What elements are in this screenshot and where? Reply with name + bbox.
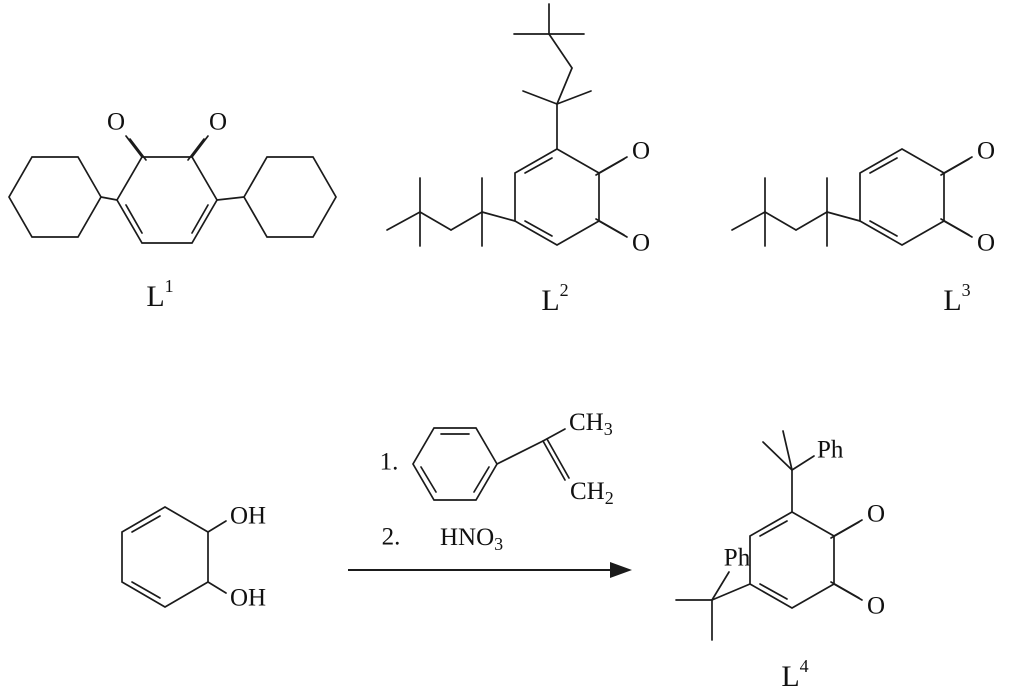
condition-step2: 2. HNO3 [382, 524, 504, 555]
oxygen-label: O [867, 501, 885, 528]
structure-label-L1: L1 [146, 276, 173, 313]
structure-diol: OH OH [121, 503, 266, 612]
hydroxyl-label: OH [230, 585, 266, 612]
oxygen-label: O [107, 109, 125, 136]
quinone-ring [116, 156, 218, 244]
reaction-arrow [348, 562, 632, 578]
diene-ring [121, 506, 209, 608]
structure-L2: O O L2 [386, 3, 650, 317]
structure-label-L4: L4 [781, 656, 808, 693]
oxygen-label: O [632, 230, 650, 257]
phenyl-label: Ph [817, 437, 844, 464]
structure-L4: Ph Ph O O L4 [675, 430, 885, 693]
oxygen-label: O [867, 593, 885, 620]
step2-number: 2. [382, 524, 401, 551]
cumyl-group-top: Ph [762, 430, 844, 513]
quinone-ring [859, 148, 945, 246]
cyclohexyl-ring-right [243, 156, 337, 238]
step1-number: 1. [380, 449, 399, 476]
oxygen-label: O [977, 138, 995, 165]
quinone-ring [514, 148, 600, 246]
arrowhead-icon [610, 562, 632, 578]
oxygen-label: O [632, 138, 650, 165]
cyclohexyl-ring-left [8, 156, 102, 238]
structure-label-L3: L3 [943, 280, 970, 317]
oxygen-label: O [209, 109, 227, 136]
phenyl-label: Ph [724, 545, 751, 572]
nitric-acid-label: HNO3 [440, 524, 503, 555]
structure-label-L2: L2 [541, 280, 568, 317]
cumyl-group-left: Ph [675, 545, 751, 641]
methylene-label: CH2 [570, 478, 614, 509]
tert-octyl-group [731, 177, 861, 247]
condition-step1: 1. CH3 CH2 [380, 409, 614, 509]
reagent-alpha-methylstyrene: CH3 CH2 [412, 409, 614, 509]
methyl-label: CH3 [569, 409, 613, 440]
tert-octyl-group-top [513, 3, 592, 150]
quinone-ring [749, 511, 835, 609]
tert-octyl-group-left [386, 177, 516, 247]
structure-L1: O O L1 [8, 109, 337, 313]
benzene-ring [412, 427, 498, 501]
structure-L3: O O L3 [731, 138, 995, 317]
oxygen-label: O [977, 230, 995, 257]
hydroxyl-label: OH [230, 503, 266, 530]
